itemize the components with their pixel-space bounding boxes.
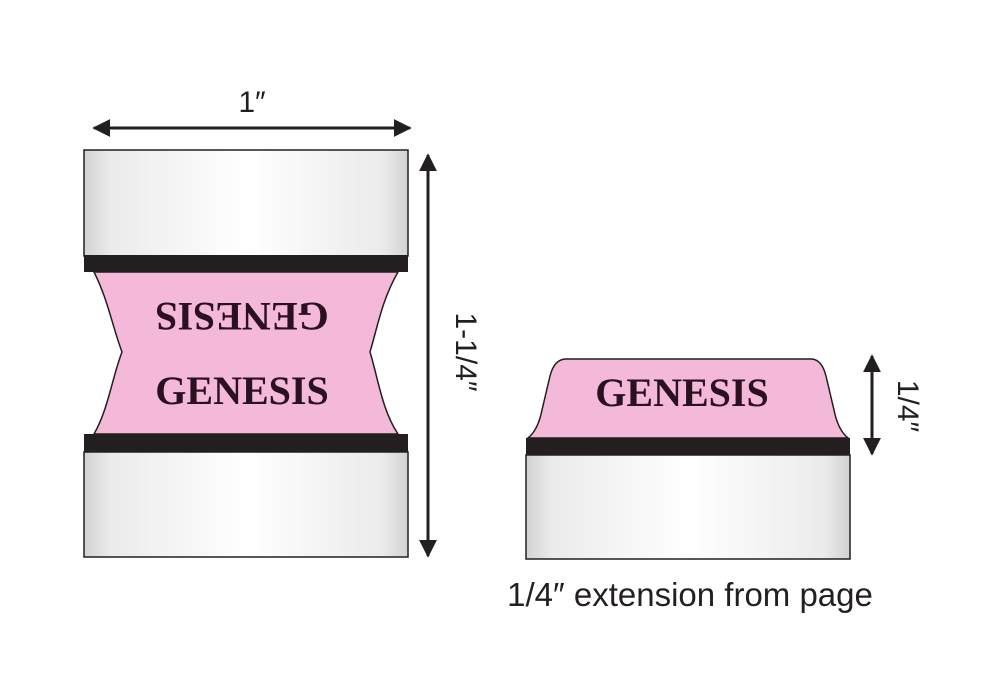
bottom-black-band: [84, 434, 408, 452]
bottom-silver-section: [83, 451, 409, 558]
tab-label: GENESIS: [595, 370, 768, 415]
width-dimension: 1″: [92, 86, 412, 137]
extension-caption: 1/4″ extension from page: [507, 576, 873, 613]
width-label: 1″: [238, 86, 266, 119]
extension-label: 1/4″: [891, 380, 924, 433]
tab-label-upright: GENESIS: [155, 368, 328, 413]
right-tab: GENESIS 1/4″ 1/4″ extension from page: [507, 354, 924, 613]
black-band: [526, 438, 850, 455]
extension-dimension: 1/4″: [863, 354, 924, 456]
top-silver-section: [83, 149, 409, 257]
left-tab: 1″ GENESIS GENESIS 1-1/4″: [83, 86, 482, 558]
silver-section: [525, 454, 851, 560]
height-dimension: 1-1/4″: [419, 153, 482, 558]
height-label: 1-1/4″: [449, 313, 482, 392]
top-black-band: [84, 255, 408, 272]
tab-label-inverted: GENESIS: [155, 294, 328, 339]
